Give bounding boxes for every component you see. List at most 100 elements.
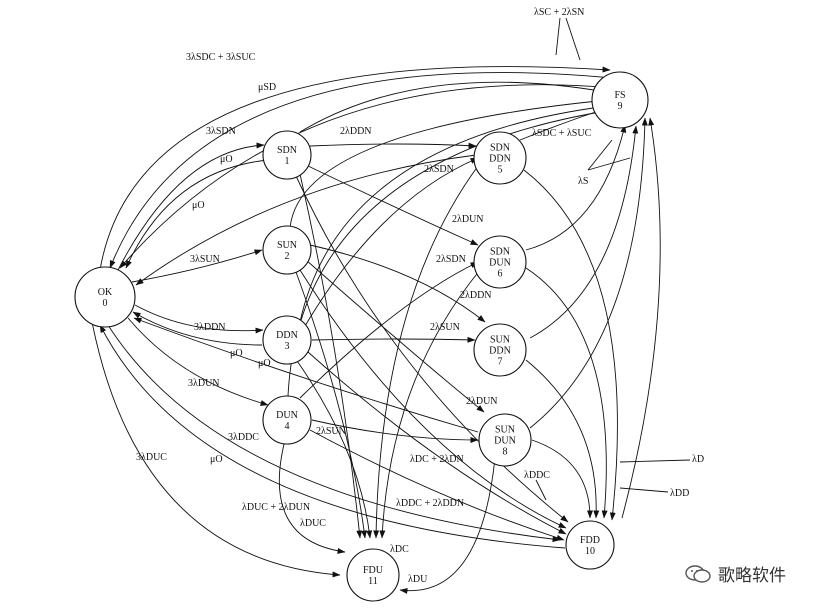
- state-node-label: DDN: [489, 346, 511, 357]
- label-duc-dun: λDUC + 2λDUN: [242, 502, 310, 513]
- label-mu0-d: μO: [258, 358, 271, 369]
- state-node-label: 7: [498, 357, 503, 368]
- state-node-circle: [565, 520, 615, 570]
- edge-labels: 3λSDC + 3λSUC μSD 3λSDN μO μO 3λSUN 3λDD…: [136, 7, 704, 585]
- label-3-duc: 3λDUC: [136, 452, 167, 463]
- label-musd: μSD: [258, 82, 276, 93]
- pointer-d: [619, 459, 691, 463]
- label-dd: λDD: [670, 488, 689, 499]
- edge-3-9: [299, 103, 609, 323]
- edge-4-9: [287, 108, 613, 397]
- edge-3-10: [307, 351, 567, 535]
- watermark-text: 歌略软件: [718, 566, 786, 586]
- edge-6-9: [525, 124, 627, 251]
- edge-0-3: [134, 304, 264, 334]
- edge-0-4: [127, 317, 269, 406]
- label-du: λDU: [408, 574, 428, 585]
- edge-0-9: [99, 66, 611, 271]
- state-node-label: 1: [285, 156, 290, 167]
- edge-4-6: [299, 261, 479, 399]
- label-mu0-a: μO: [220, 154, 233, 165]
- label-sdc-suc-b: λSDC + λSUC: [532, 128, 592, 139]
- edge-5-11: [373, 165, 479, 539]
- state-node-label: SDN: [277, 145, 297, 156]
- label-d: λD: [692, 454, 704, 465]
- label-ddc-ddn: λDDC + 2λDDN: [396, 498, 464, 509]
- state-node-label: 11: [368, 576, 378, 587]
- label-2-sdn-a: 2λSDN: [424, 164, 454, 175]
- edge-1-6: [305, 164, 479, 246]
- state-node-label: 0: [103, 298, 108, 309]
- label-s: λS: [578, 176, 588, 187]
- state-node-label: DDN: [489, 154, 511, 165]
- edge-1-0: [125, 159, 269, 269]
- state-node-label: 9: [618, 101, 623, 112]
- state-node-label: 2: [285, 251, 290, 262]
- label-mu0-b: μO: [192, 200, 205, 211]
- wechat-icon: [685, 564, 711, 583]
- pointer-sc-sn-b: [565, 17, 581, 61]
- state-node-circle: [478, 413, 532, 467]
- state-node-label: DUN: [494, 436, 516, 447]
- edge-1-5: [309, 142, 477, 149]
- label-3-ddn: 3λDDN: [194, 322, 226, 333]
- label-sc-sn: λSC + 2λSN: [534, 7, 584, 18]
- edge-5-10: [523, 169, 618, 521]
- state-node-9: FS9: [591, 71, 649, 129]
- edge-0-1: [117, 142, 265, 271]
- state-node-circle: [262, 130, 312, 180]
- state-node-circle: [262, 225, 312, 275]
- label-3-dun: 3λDUN: [188, 378, 220, 389]
- edge-4-10: [309, 429, 565, 541]
- edge-6-11: [379, 269, 481, 539]
- edge-7-10: [525, 359, 600, 519]
- edge-8-10: [531, 439, 593, 519]
- state-node-circle: [473, 235, 527, 289]
- edge-0-11: [91, 321, 341, 578]
- state-node-circle: [346, 548, 400, 602]
- edge-2-10: [299, 269, 567, 529]
- label-2-sun-a: 2λSUN: [430, 322, 460, 333]
- label-dc-dn: λDC + 2λDN: [410, 454, 464, 465]
- state-node-label: DDN: [276, 330, 298, 341]
- state-node-circle: [473, 323, 527, 377]
- pointer-dd: [619, 487, 669, 493]
- state-node-label: 4: [285, 421, 290, 432]
- state-node-label: DUN: [276, 410, 298, 421]
- edge-2-9: [289, 97, 609, 229]
- label-3-ddc: 3λDDC: [228, 432, 259, 443]
- label-mu0-c: μO: [230, 348, 243, 359]
- edge-0-2: [131, 249, 263, 283]
- label-2-dun-b: 2λDUN: [466, 396, 498, 407]
- transition-edges: [91, 17, 691, 594]
- state-node-label: 6: [498, 269, 503, 280]
- edge-9-0b: [119, 84, 615, 269]
- edge-0-10: [107, 324, 561, 543]
- label-mu0-e: μO: [210, 454, 223, 465]
- edge-3-5: [304, 157, 479, 327]
- state-node-label: FDD: [580, 535, 600, 546]
- state-node-label: SUN: [495, 425, 515, 436]
- label-2-ddn-b: 2λDDN: [460, 290, 492, 301]
- edge-2-7: [309, 244, 486, 323]
- edge-5-0: [135, 154, 477, 286]
- state-node-label: SUN: [490, 335, 510, 346]
- state-node-label: SUN: [277, 240, 297, 251]
- state-node-circle: [262, 395, 312, 445]
- label-3-sdn: 3λSDN: [206, 126, 236, 137]
- edge-1-9: [299, 81, 607, 133]
- edge-7-9: [529, 125, 639, 339]
- state-node-circle: [262, 315, 312, 365]
- edge-1-10: [295, 175, 569, 523]
- label-ddc: λDDC: [524, 470, 550, 481]
- label-2-sdn-b: 2λSDN: [436, 254, 466, 265]
- label-2-dun-a: 2λDUN: [452, 214, 484, 225]
